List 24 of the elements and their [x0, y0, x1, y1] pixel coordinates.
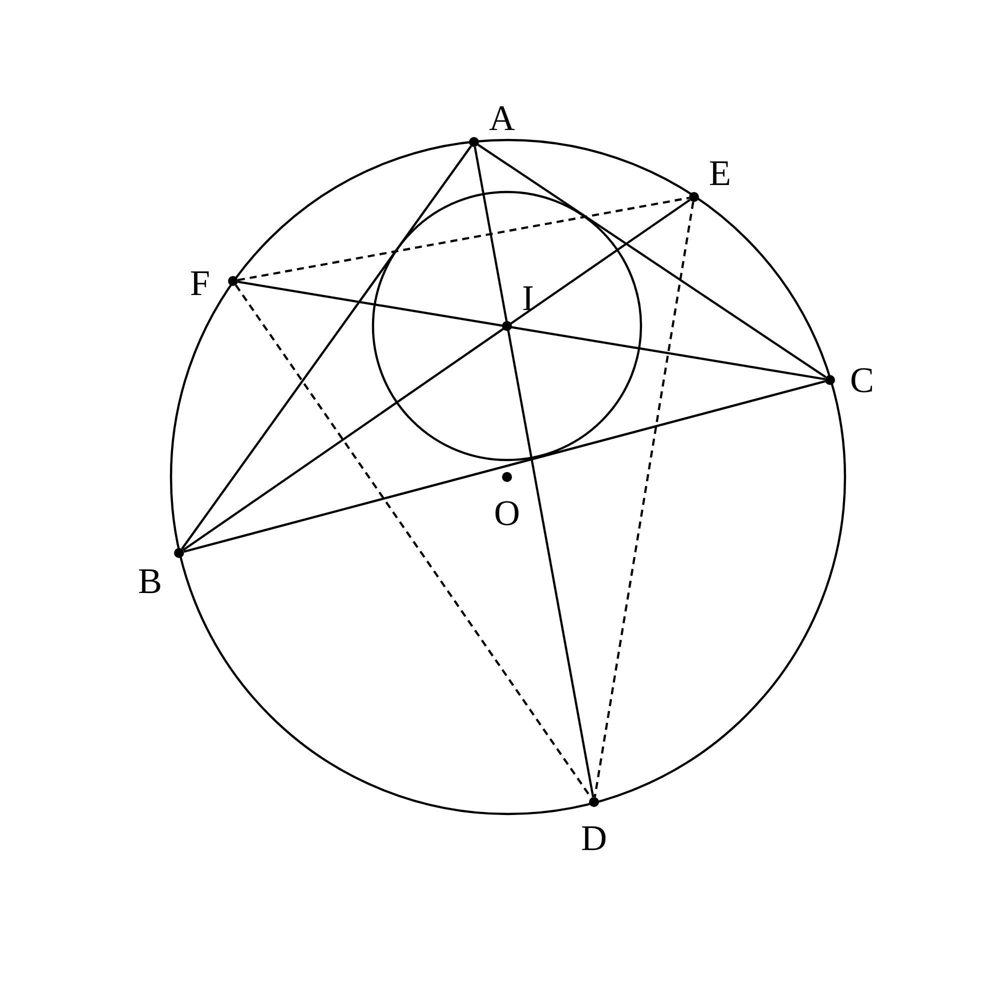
point-dot	[502, 472, 512, 482]
line-segment	[182, 198, 691, 552]
line-segment	[184, 380, 826, 553]
line-segment	[181, 145, 472, 550]
dashed-segment	[594, 202, 694, 798]
point-label: O	[494, 495, 520, 531]
line-segment	[474, 146, 594, 798]
dashed-segment	[238, 196, 690, 282]
point-label: A	[489, 100, 515, 136]
point-label: B	[138, 563, 162, 599]
point-dot	[689, 192, 699, 202]
point-dot	[502, 321, 512, 331]
point-dot	[825, 375, 835, 385]
point-label: I	[522, 280, 534, 316]
line-segment	[478, 144, 826, 378]
point-dot	[589, 797, 599, 807]
point-label: E	[709, 155, 731, 191]
point-label: F	[190, 265, 210, 301]
point-label: D	[581, 820, 607, 856]
point-dot	[174, 548, 184, 558]
point-label: C	[850, 362, 874, 398]
point-dot	[469, 137, 479, 147]
line-segment	[238, 280, 826, 380]
point-dot	[228, 276, 238, 286]
